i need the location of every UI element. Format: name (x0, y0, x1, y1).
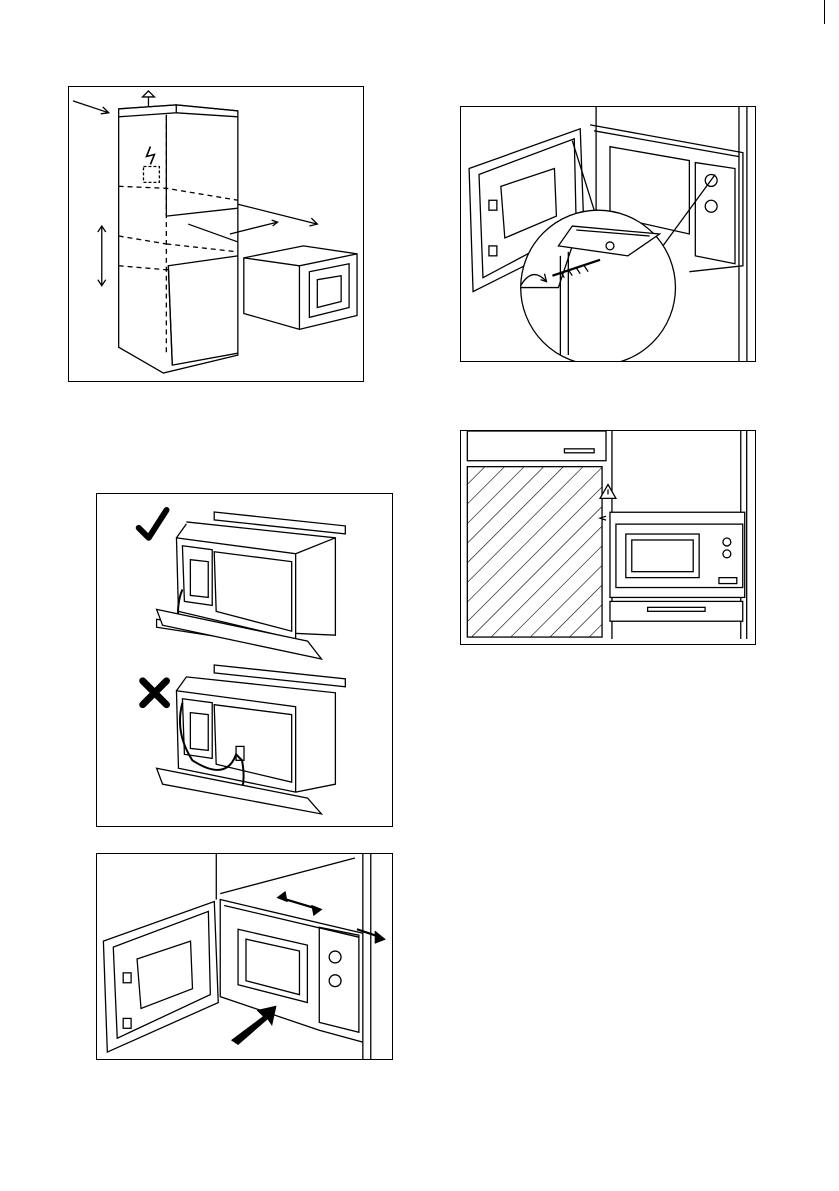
figure-cabinet-niche (68, 86, 364, 382)
page-corner-rule (824, 0, 825, 24)
fixing-screw-drawing (461, 107, 755, 361)
push-arrow-icon (232, 1007, 276, 1045)
heat-source-area (467, 467, 602, 637)
figure-insert-appliance (96, 853, 393, 1060)
correct-check-icon (139, 510, 167, 538)
heat-clearance-drawing (461, 431, 755, 644)
cable-routing-drawing (97, 494, 392, 826)
incorrect-cross-icon (143, 681, 167, 705)
figure-heat-clearance (460, 430, 756, 645)
figure-cable-routing (96, 493, 393, 827)
cabinet-niche-drawing (69, 87, 363, 381)
figure-fixing-screw (460, 106, 756, 362)
knob-icon (705, 200, 717, 212)
insert-appliance-drawing (97, 854, 392, 1059)
